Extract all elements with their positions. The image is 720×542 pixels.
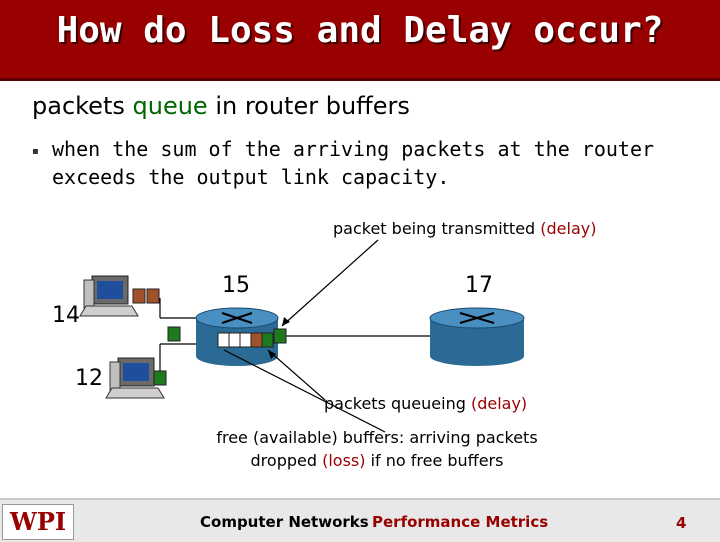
heading-post: in router buffers (207, 92, 410, 120)
footer-course: Computer Networks (200, 513, 369, 531)
pointer-free-buffers (223, 349, 386, 433)
free-buffer-slot (239, 332, 252, 348)
computer-icon-bottom (105, 357, 165, 399)
router-buffer-queue (217, 332, 274, 348)
heading-pre: packets (32, 92, 133, 120)
wpi-logo-text: WPI (9, 507, 67, 536)
slide-heading: packets queue in router buffers (32, 92, 410, 120)
arrow-transmitted (282, 317, 290, 326)
label-queueing: packets queueing (delay) (324, 394, 527, 413)
packet-icon-host-top (132, 288, 146, 304)
footer-topic: Performance Metrics (372, 513, 549, 531)
arrow-queueing (268, 350, 276, 359)
pointer-transmitted (281, 239, 379, 327)
wpi-logo: WPI (2, 504, 74, 540)
label-transmitted: packet being transmitted (delay) (333, 219, 596, 238)
free-buffer-slot (217, 332, 230, 348)
router-icon-a (195, 307, 279, 366)
number-12: 12 (75, 366, 103, 391)
packet-icon-left (167, 326, 181, 342)
computer-icon-top (79, 275, 139, 317)
label-free-line1: free (available) buffers: arriving packe… (216, 428, 538, 447)
queued-packet (250, 332, 263, 348)
number-14: 14 (52, 303, 80, 328)
label-free-pre: dropped (250, 451, 323, 470)
label-free-paren: (loss) (322, 451, 366, 470)
label-free-post: if no free buffers (365, 451, 504, 470)
number-15: 15 (222, 273, 250, 298)
pointer-queueing (267, 349, 326, 401)
heading-highlight: queue (132, 92, 208, 120)
footer-bar (0, 498, 720, 542)
bullet-text: when the sum of the arriving packets at … (52, 137, 655, 189)
label-free-line2: dropped (loss) if no free buffers (0, 451, 720, 470)
page-number: 4 (676, 514, 687, 532)
router-icon-b (429, 307, 525, 366)
free-buffer-slot (228, 332, 241, 348)
label-transmitted-text: packet being transmitted (333, 219, 541, 238)
slide-title: How do Loss and Delay occur? (56, 10, 664, 51)
packet-icon-host-top-2 (146, 288, 160, 304)
number-17: 17 (465, 273, 493, 298)
label-queueing-text: packets queueing (324, 394, 471, 413)
packet-icon-host-bottom (153, 370, 167, 386)
queued-packet (261, 332, 274, 348)
label-transmitted-paren: (delay) (540, 219, 597, 238)
bullet-marker-icon: ▪ (32, 146, 39, 157)
packet-icon-transmitting (273, 328, 287, 344)
label-queueing-paren: (delay) (470, 394, 528, 413)
title-bar (0, 0, 720, 81)
